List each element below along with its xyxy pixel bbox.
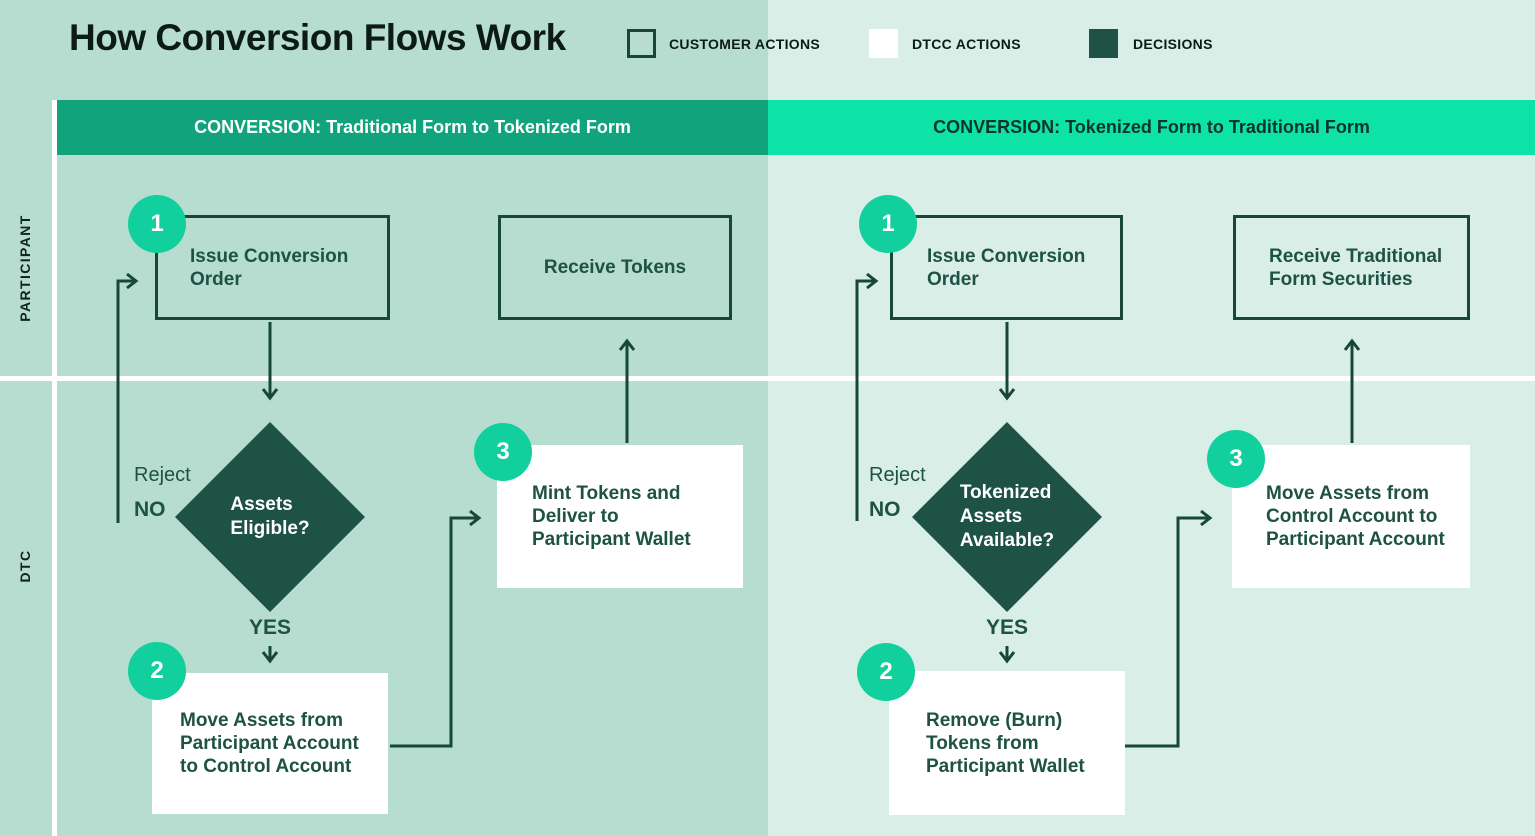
flow1-yes-label: YES bbox=[248, 616, 292, 639]
flow1-decision-diamond-shape bbox=[175, 422, 365, 612]
flow2-header-band: CONVERSION: Tokenized Form to Traditiona… bbox=[768, 100, 1535, 155]
flow2-step3-label: Move Assets from Control Account to Part… bbox=[1266, 483, 1445, 550]
flow1-no-label: NO bbox=[134, 498, 166, 521]
flow1-step1-number-badge: 1 bbox=[128, 195, 186, 253]
flow1-step1-label: Issue Conversion Order bbox=[190, 245, 349, 290]
flow2-decision-diamond-shape bbox=[912, 422, 1102, 612]
flow2-decision-label: Tokenized Assets Available? bbox=[959, 482, 1055, 551]
flow2-step1-label: Issue Conversion Order bbox=[927, 245, 1086, 290]
flow2-header-text: CONVERSION: Tokenized Form to Traditiona… bbox=[933, 117, 1370, 137]
flow1-step3-label: Mint Tokens and Deliver to Participant W… bbox=[532, 483, 691, 550]
flow2-step3-number-badge: 3 bbox=[1207, 430, 1265, 488]
lane-label-dtc: DTC bbox=[17, 549, 33, 583]
flow1-step3-box: Mint Tokens and Deliver to Participant W… bbox=[497, 445, 743, 588]
flow1-step1-number: 1 bbox=[150, 210, 164, 237]
flow2-no-label: NO bbox=[869, 498, 901, 521]
flow1-step2-number-badge: 2 bbox=[128, 642, 186, 700]
customer-actions-swatch bbox=[627, 29, 656, 58]
flow2-receive-box: Receive Traditional Form Securities bbox=[1233, 215, 1470, 320]
flow1-receive-box: Receive Tokens bbox=[498, 215, 732, 320]
flow1-step2-box: Move Assets from Participant Account to … bbox=[152, 673, 388, 814]
flow1-step2-number: 2 bbox=[150, 657, 164, 684]
flow1-step1-box: Issue Conversion Order bbox=[155, 215, 390, 320]
page-title: How Conversion Flows Work bbox=[69, 17, 566, 58]
lane-label-participant: PARTICIPANT bbox=[17, 214, 33, 322]
flow1-reject-label: Reject bbox=[134, 464, 191, 486]
flow2-decision-diamond: Tokenized Assets Available? bbox=[912, 422, 1102, 612]
flow2-step1-number-badge: 1 bbox=[859, 195, 917, 253]
customer-actions-label: CUSTOMER ACTIONS bbox=[669, 36, 821, 52]
lane-divider-horizontal bbox=[0, 376, 1535, 381]
flow1-step2-label: Move Assets from Participant Account to … bbox=[180, 710, 359, 777]
flow2-step3-number: 3 bbox=[1229, 445, 1243, 472]
dtcc-actions-label: DTCC ACTIONS bbox=[912, 36, 1021, 52]
decisions-swatch bbox=[1089, 29, 1118, 58]
flow1-decision-label: Assets Eligible? bbox=[230, 494, 310, 539]
dtcc-actions-swatch bbox=[869, 29, 898, 58]
flow2-reject-label: Reject bbox=[869, 464, 926, 486]
flow2-step3-box: Move Assets from Control Account to Part… bbox=[1232, 445, 1470, 588]
flow1-step3-number-badge: 3 bbox=[474, 423, 532, 481]
flow1-step3-number: 3 bbox=[496, 438, 510, 465]
flow1-header-band: CONVERSION: Traditional Form to Tokenize… bbox=[57, 100, 768, 155]
flow2-step2-number-badge: 2 bbox=[857, 643, 915, 701]
flow2-step1-box: Issue Conversion Order bbox=[890, 215, 1123, 320]
flow2-step1-number: 1 bbox=[881, 210, 895, 237]
flow2-step2-box: Remove (Burn) Tokens from Participant Wa… bbox=[889, 671, 1125, 815]
flow1-decision-diamond: Assets Eligible? bbox=[175, 422, 365, 612]
flow2-yes-label: YES bbox=[985, 616, 1029, 639]
lane-divider-vertical bbox=[52, 100, 57, 836]
flow1-receive-label: Receive Tokens bbox=[543, 257, 687, 278]
flow1-header-text: CONVERSION: Traditional Form to Tokenize… bbox=[194, 117, 631, 137]
flow2-step2-number: 2 bbox=[879, 658, 893, 685]
flow2-step2-label: Remove (Burn) Tokens from Participant Wa… bbox=[926, 709, 1085, 777]
flow2-receive-label: Receive Traditional Form Securities bbox=[1269, 245, 1443, 290]
decisions-label: DECISIONS bbox=[1133, 36, 1213, 52]
